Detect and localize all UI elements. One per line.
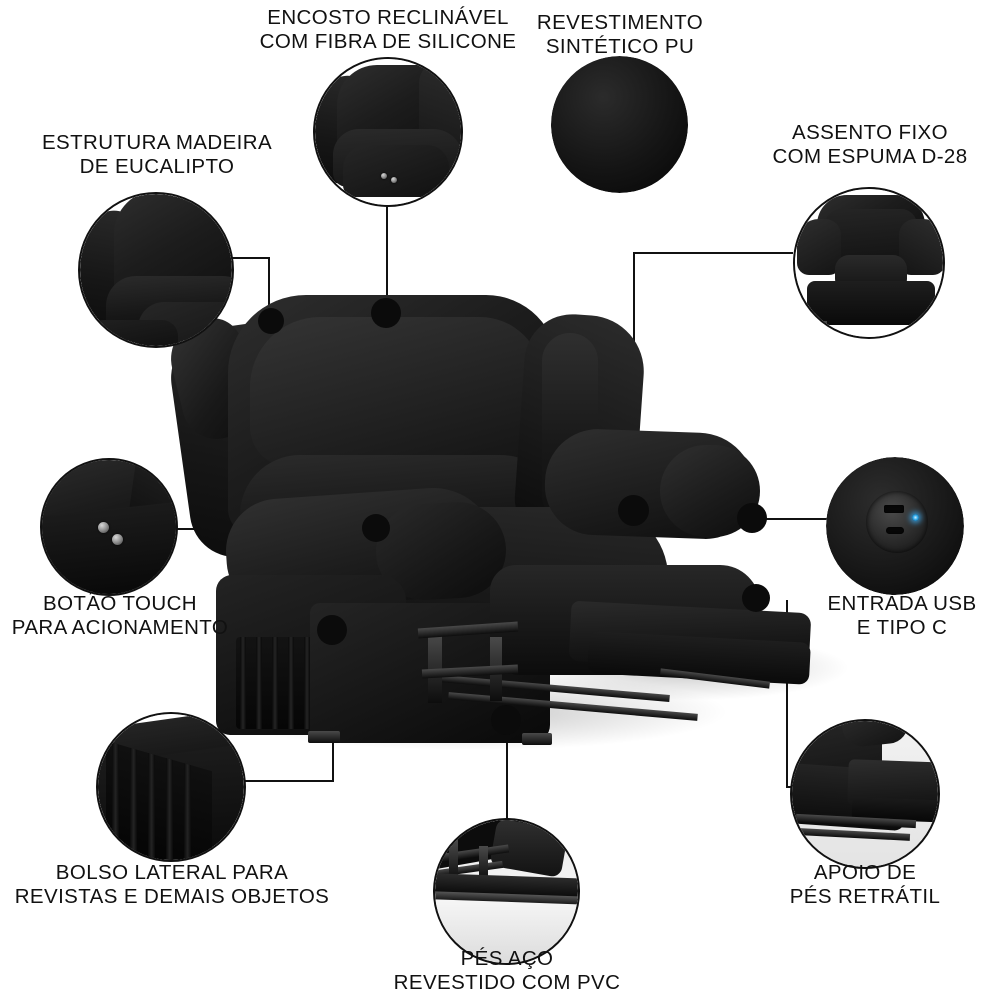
- touch-button-detail-2[interactable]: [112, 534, 123, 545]
- callout-dot-botao-touch[interactable]: [362, 514, 390, 542]
- product-image-recliner: [162, 285, 850, 755]
- detail-bubble-pes-aco: [433, 818, 580, 965]
- detail-bubble-revestimento-pu: [551, 56, 688, 193]
- callout-label-botao-touch: BOTÃO TOUCH PARA ACIONAMENTO: [11, 592, 229, 639]
- connector-line-bolso-h: [244, 780, 334, 783]
- connector-line-encosto-v: [386, 200, 389, 312]
- callout-label-pes-aco: PÉS AÇO REVESTIDO COM PVC: [393, 947, 621, 994]
- callout-label-apoio-pes: APOIO DE PÉS RETRÁTIL: [789, 861, 941, 908]
- detail-bubble-bolso-lateral: [96, 712, 246, 862]
- connector-line-assento-h: [633, 252, 793, 255]
- callout-dot-pes-aco[interactable]: [491, 705, 521, 735]
- callout-dot-apoio-pes[interactable]: [742, 584, 770, 612]
- callout-label-entrada-usb: ENTRADA USB E TIPO C: [827, 592, 977, 639]
- callout-dot-entrada-usb[interactable]: [737, 503, 767, 533]
- callout-dot-estrutura-madeira[interactable]: [258, 308, 284, 334]
- detail-bubble-entrada-usb: [826, 457, 964, 595]
- detail-bubble-apoio-pes: [790, 719, 940, 869]
- detail-bubble-botao-touch: [40, 458, 178, 596]
- connector-line-pes-aco-v: [506, 722, 509, 818]
- connector-line-estrutura-madeira-v: [268, 257, 271, 320]
- callout-label-encosto-reclinavel: ENCOSTO RECLINÁVEL COM FIBRA DE SILICONE: [259, 6, 517, 53]
- callout-label-assento-fixo: ASSENTO FIXO COM ESPUMA D-28: [772, 121, 968, 168]
- callout-dot-assento-fixo[interactable]: [618, 495, 649, 526]
- detail-bubble-assento-fixo: [793, 187, 945, 339]
- callout-dot-bolso-lateral[interactable]: [317, 615, 347, 645]
- callout-dot-encosto-reclinavel[interactable]: [371, 298, 401, 328]
- callout-label-revestimento-pu: REVESTIMENTO SINTÉTICO PU: [536, 11, 704, 58]
- detail-bubble-estrutura-madeira: [78, 192, 234, 348]
- detail-bubble-encosto-reclinavel: [313, 57, 463, 207]
- usb-a-slot: [884, 505, 904, 513]
- usb-c-slot: [886, 527, 904, 534]
- callout-label-estrutura-madeira: ESTRUTURA MADEIRA DE EUCALIPTO: [41, 131, 273, 178]
- usb-led-indicator: [912, 514, 919, 521]
- connector-line-apoio-v: [786, 600, 789, 788]
- touch-button-detail-1[interactable]: [98, 522, 109, 533]
- callout-label-bolso-lateral: BOLSO LATERAL PARA REVISTAS E DEMAIS OBJ…: [14, 861, 330, 908]
- connector-line-usb-h: [752, 518, 840, 521]
